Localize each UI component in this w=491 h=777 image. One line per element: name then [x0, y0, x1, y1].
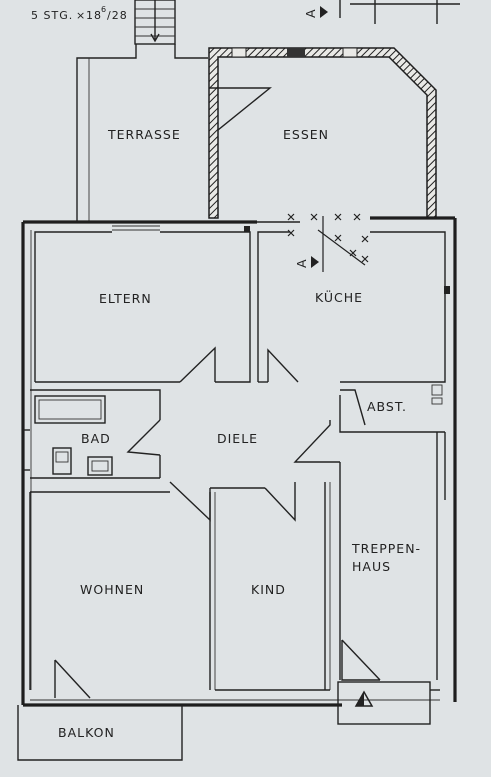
terrace-outline	[76, 44, 208, 222]
stair-annotation: 5 STG. × 18 6 /28	[31, 5, 128, 22]
label-wohnen: WOHNEN	[80, 582, 144, 597]
stair-note: 5 STG.	[31, 9, 73, 22]
kitchen-cross-marks	[287, 213, 369, 272]
room-wohnen	[29, 491, 216, 699]
section-arrow-icon	[320, 6, 328, 18]
room-eltern	[34, 225, 251, 383]
label-treppenhaus-1: TREPPEN-	[351, 541, 421, 556]
section-mark-letter: A	[303, 8, 318, 18]
section-mark-top: A	[303, 0, 460, 24]
label-kueche: KÜCHE	[315, 289, 363, 305]
stair-note-sup: 6	[101, 5, 107, 14]
label-abst: ABST.	[367, 399, 407, 414]
label-essen: ESSEN	[283, 127, 329, 142]
section-mark-mid: A	[294, 256, 319, 268]
room-kueche	[257, 231, 450, 383]
room-abst	[339, 384, 445, 433]
room-kind	[215, 482, 331, 691]
label-terrasse: TERRASSE	[107, 127, 181, 142]
section-mark-letter-mid: A	[294, 258, 309, 268]
label-bad: BAD	[81, 431, 111, 446]
room-treppenhaus	[337, 432, 446, 725]
top-stair	[134, 0, 176, 45]
label-kind: KIND	[251, 582, 286, 597]
label-eltern: ELTERN	[99, 291, 152, 306]
label-treppenhaus-2: HAUS	[352, 559, 391, 574]
section-arrow-mid-icon	[311, 256, 319, 268]
balkon-outline	[17, 705, 183, 761]
label-balkon: BALKON	[58, 725, 115, 740]
room-bad	[23, 389, 161, 479]
stair-note-den: /28	[107, 9, 128, 22]
essen-wall	[208, 47, 437, 219]
stair-note-times: ×	[76, 9, 86, 22]
label-diele: DIELE	[217, 431, 258, 446]
stair-note-dim: 18	[86, 9, 102, 22]
